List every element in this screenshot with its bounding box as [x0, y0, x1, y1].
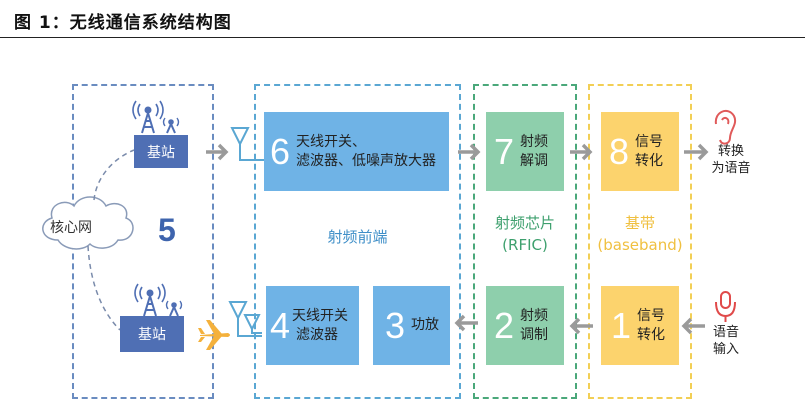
baseband-label-line1: 基带 — [624, 214, 655, 232]
block-number: 6 — [270, 130, 291, 172]
figure-title: 图 1：无线通信系统结构图 — [14, 13, 232, 33]
core-network-number: 5 — [158, 212, 176, 248]
tower-icon-bottom — [134, 283, 183, 317]
link-cloud-bottom-station — [87, 245, 121, 331]
antenna-icon-top — [230, 127, 264, 161]
block-1-signal-conversion: 1 信号 转化 — [601, 286, 679, 365]
arrow-6-to-7 — [458, 143, 481, 161]
block-2-rf-modulation: 2 射频 调制 — [486, 286, 564, 365]
input-label-line1: 语音 — [712, 325, 739, 340]
arrow-7-to-8 — [570, 143, 593, 161]
ear-icon — [714, 109, 737, 145]
base-station-bottom: 基站 — [120, 316, 184, 352]
block-text-line: 信号 — [635, 133, 664, 150]
block-text-line: 转化 — [635, 152, 664, 169]
voice-input-label: 语音 输入 — [703, 324, 749, 358]
block-number: 2 — [494, 304, 515, 346]
antenna-icon-bottom — [228, 301, 262, 337]
arrow-station-to-antenna — [206, 143, 229, 161]
block-number: 8 — [609, 130, 630, 172]
block-3-power-amplifier: 3 功放 — [373, 286, 450, 365]
group-baseband — [588, 84, 692, 399]
block-text-line: 解调 — [520, 152, 549, 169]
output-to-voice-label: 转换 为语音 — [708, 143, 754, 177]
group-rf-frontend — [254, 84, 461, 399]
block-6-antenna-switch-filter-lna: 6 天线开关、 滤波器、低噪声放大器 — [264, 112, 449, 191]
block-text-line: 滤波器 — [296, 326, 339, 343]
block-8-signal-conversion: 8 信号 转化 — [601, 112, 679, 191]
block-number: 3 — [385, 304, 406, 346]
block-text-line: 天线开关 — [292, 307, 349, 324]
rfic-label-line1: 射频芯片 — [494, 214, 555, 232]
block-number: 4 — [270, 304, 291, 346]
arrow-input-to-1 — [681, 317, 705, 335]
block-text-line: 射频 — [520, 307, 549, 324]
rfic-label: 射频芯片 (RFIC) — [473, 212, 577, 256]
block-text-line: 功放 — [411, 317, 440, 333]
block-text-line: 天线开关、 — [296, 133, 367, 150]
tower-icon-top — [132, 100, 180, 134]
block-number: 7 — [494, 130, 515, 172]
block-text-line: 信号 — [637, 307, 666, 324]
baseband-label-line2: (baseband) — [597, 236, 683, 254]
block-text-line: 转化 — [637, 326, 666, 343]
arrow-1-to-2 — [569, 317, 593, 335]
arrow-8-to-output — [684, 143, 709, 161]
arrow-2-to-3 — [454, 314, 478, 332]
baseband-label: 基带 (baseband) — [588, 212, 692, 256]
block-text-line: 滤波器、低噪声放大器 — [296, 152, 437, 169]
base-station-top: 基站 — [134, 135, 188, 168]
block-4-antenna-switch-filter: 4 天线开关 滤波器 — [266, 286, 359, 365]
block-text-line: 调制 — [520, 326, 549, 343]
microphone-icon — [715, 291, 736, 322]
block-7-rf-demodulation: 7 射频 解调 — [486, 112, 564, 191]
cloud-icon — [42, 196, 134, 250]
title-divider — [0, 37, 805, 38]
rfic-label-line2: (RFIC) — [502, 236, 548, 254]
block-number: 1 — [611, 304, 632, 346]
block-text-line: 射频 — [520, 133, 549, 150]
rf-frontend-label: 射频前端 — [327, 228, 388, 246]
group-rfic — [473, 84, 577, 399]
input-label-line2: 输入 — [712, 342, 739, 357]
link-cloud-top-station — [93, 149, 135, 201]
output-label-line2: 为语音 — [711, 161, 751, 176]
core-network-label: 核心网 — [50, 220, 92, 236]
airplane-icon — [198, 320, 230, 350]
output-label-line1: 转换 — [717, 144, 744, 159]
